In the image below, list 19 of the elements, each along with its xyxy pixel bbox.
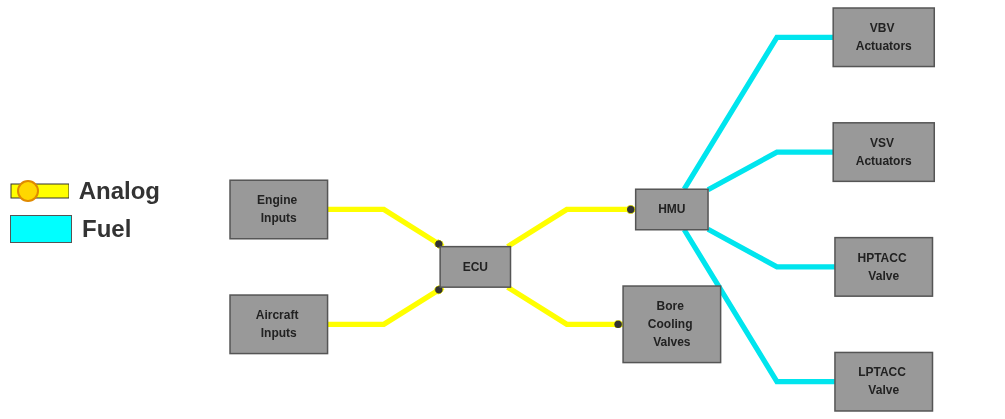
connector (506, 204, 637, 249)
legend-label: Fuel (82, 214, 132, 243)
process-box: ECU (439, 245, 512, 288)
connector (707, 149, 834, 193)
legend-label: Analog (78, 176, 160, 205)
process-box: VSV Actuators (832, 122, 936, 183)
process-box: LPTACC Valve (834, 351, 934, 412)
connector (682, 228, 836, 385)
connector (506, 284, 624, 329)
process-box: VBV Actuators (832, 7, 936, 68)
connector (327, 284, 445, 327)
connector (327, 206, 445, 249)
process-box: HPTACC Valve (834, 236, 934, 297)
connector (682, 34, 834, 191)
process-box: HMU (635, 188, 710, 231)
process-box: Bore Cooling Valves (622, 285, 722, 364)
connector (707, 226, 836, 270)
process-box: Aircraft Inputs (229, 294, 329, 355)
process-box: Engine Inputs (229, 179, 329, 240)
